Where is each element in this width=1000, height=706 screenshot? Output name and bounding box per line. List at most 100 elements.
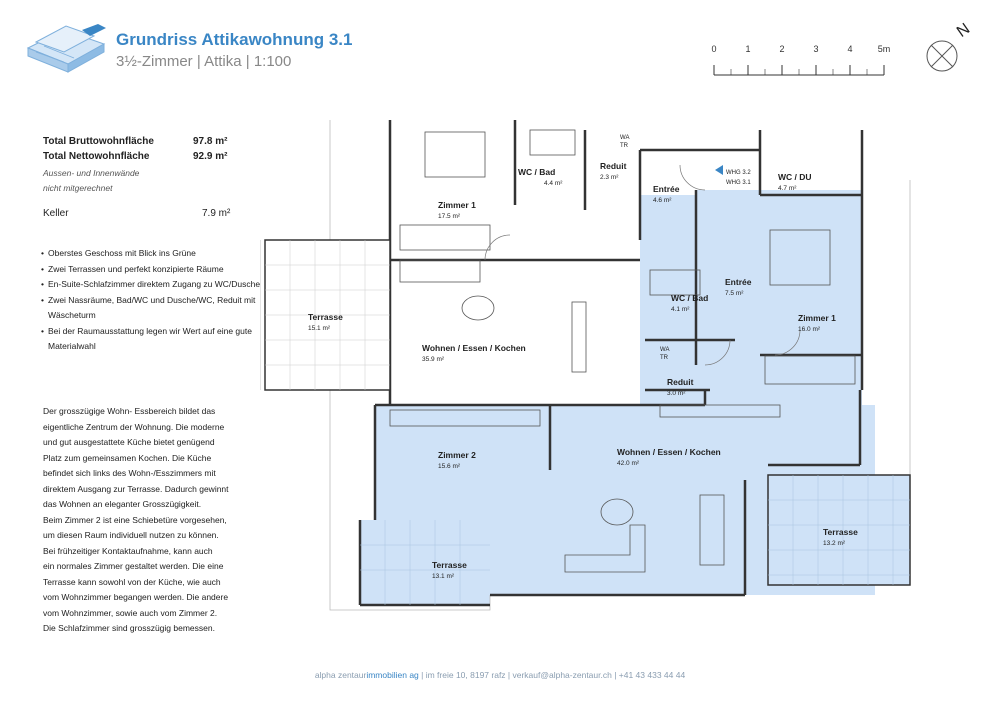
scale-tick-label: 3 — [813, 44, 819, 54]
terrasse-right-grid — [767, 474, 911, 586]
description-line: Bei frühzeitiger Kontaktaufnahme, kann a… — [43, 545, 213, 556]
room-area-wcbad-right: 4.1 m² — [671, 306, 690, 313]
feature-item: En-Suite-Schlafzimmer direktem Zugang zu… — [41, 277, 268, 293]
keller-row: Keller 7.9 m² — [43, 208, 243, 223]
room-area-terrasse-bottom-right: 13.2 m² — [823, 540, 846, 547]
kitchen-counter — [389, 409, 541, 427]
room-name-wohnen-main: Wohnen / Essen / Kochen — [617, 447, 721, 457]
dining-table-main — [699, 494, 725, 566]
room-name-entree-top: Entrée — [653, 184, 680, 194]
scale-tick-label: 4 — [847, 44, 853, 54]
description-line: direktem Ausgang zur Terrasse. Dadurch g… — [43, 483, 229, 494]
description-line: Terrasse kann sowohl von der Küche, wie … — [43, 576, 221, 587]
terrasse-left-grid — [264, 239, 391, 391]
keller-label: Keller — [43, 208, 69, 219]
room-name-terrasse-left: Terrasse — [308, 312, 343, 322]
room-area-wcbad-top: 4.4 m² — [544, 180, 563, 187]
description-line: ein normales Zimmer gestaltet werden. Di… — [43, 561, 224, 571]
sofa-top — [399, 259, 481, 283]
room-area-zimmer1-top: 17.5 m² — [438, 213, 461, 220]
wardrobe-top — [399, 224, 491, 251]
scale-bar: 0 1 2 3 4 5m — [706, 44, 894, 78]
area-summary: Total Bruttowohnfläche 97.8 m² Total Net… — [43, 136, 243, 223]
page-subtitle: 3½-Zimmer | Attika | 1:100 — [116, 53, 292, 70]
feature-item: Zwei Nassräume, Bad/WC und Dusche/WC, Re… — [41, 293, 268, 324]
bathtub-top — [529, 129, 576, 156]
room-name-entree-right: Entrée — [725, 277, 752, 287]
coffee-table — [600, 498, 634, 526]
description-line: vom Wohnzimmer begangen werden. Die ande… — [43, 592, 229, 602]
room-name-zimmer1-right: Zimmer 1 — [798, 313, 836, 323]
marker-whg31: WHG 3.1 — [726, 180, 751, 186]
doors — [484, 164, 801, 366]
brutto-value: 97.8 m² — [193, 136, 228, 147]
room-area-zimmer2: 15.6 m² — [438, 463, 461, 470]
footer-company: alpha zentaur — [314, 670, 367, 680]
room-area-reduit-top: 2.3 m² — [600, 174, 619, 181]
footer-contact: | im freie 10, 8197 rafz | verkauf@alpha… — [418, 670, 686, 680]
feature-list: Oberstes Geschoss mit Blick ins Grüne Zw… — [41, 246, 268, 355]
room-name-wcdu: WC / DU — [778, 172, 812, 182]
netto-label: Total Nettowohnfläche — [43, 151, 150, 162]
bed-right — [769, 229, 831, 286]
counter-right — [659, 404, 781, 418]
room-area-zimmer1-right: 16.0 m² — [798, 326, 821, 333]
marker-tr-right: TR — [660, 355, 669, 361]
floor-plan: Zimmer 1 17.5 m² WC / Bad 4.4 m² Reduit … — [260, 120, 911, 611]
room-area-reduit-right: 3.0 m² — [667, 390, 686, 397]
netto-value: 92.9 m² — [193, 151, 228, 162]
description-line: befindet sich links des Wohn-/Esszimmers… — [43, 468, 216, 478]
page-title: Grundriss Attikawohnung 3.1 — [116, 30, 353, 49]
marker-tr-top: TR — [620, 143, 629, 149]
keller-value: 7.9 m² — [202, 208, 231, 219]
room-area-terrasse-bottom-left: 13.1 m² — [432, 573, 455, 580]
description-line: um diesen Raum individuell nutzen zu kön… — [43, 530, 219, 540]
footer: alpha zentaurimmobilien ag | im freie 10… — [0, 670, 1000, 680]
area-note-1: Aussen- und Innenwände — [43, 168, 140, 178]
feature-item: Bei der Raumausstattung legen wir Wert a… — [41, 324, 268, 355]
marker-whg32: WHG 3.2 — [726, 170, 751, 176]
room-area-wohnen-main: 42.0 m² — [617, 460, 640, 467]
scale-tick-label: 0 — [711, 44, 717, 54]
feature-item: Oberstes Geschoss mit Blick ins Grüne — [41, 246, 268, 262]
description-line: das Wohnen an eleganter Grosszügigkeit. — [43, 499, 202, 509]
description-line: Die Schlafzimmer sind grosszügig bemesse… — [43, 623, 215, 633]
area-note-2: nicht mitgerechnet — [43, 183, 113, 193]
bathtub-right — [649, 269, 701, 296]
building-logo-icon — [26, 24, 106, 73]
wardrobe-right — [764, 355, 856, 385]
description-line: Platz zum gemeinsamen Kochen. Die Küche — [43, 452, 212, 463]
room-area-entree-right: 7.5 m² — [725, 290, 744, 297]
sofa-main — [564, 524, 646, 573]
description-line: vom Wohnzimmer, sowie auch vom Zimmer 2. — [43, 607, 218, 618]
room-name-zimmer1-top: Zimmer 1 — [438, 200, 476, 210]
bed-top — [424, 131, 486, 178]
room-name-wohnen-top: Wohnen / Essen / Kochen — [422, 343, 526, 353]
room-name-reduit-right: Reduit — [667, 377, 694, 387]
scale-tick-label: 2 — [779, 44, 785, 54]
brutto-label: Total Bruttowohnfläche — [43, 136, 154, 147]
scale-tick-label: 5m — [877, 44, 891, 54]
description-line: und gut ausgestattete Küche bietet genüg… — [43, 437, 215, 447]
description-line: Der grosszügige Wohn- Essbereich bildet … — [43, 406, 216, 416]
room-name-reduit-top: Reduit — [600, 161, 627, 171]
description-line: eigentliche Zentrum der Wohnung. Die mod… — [43, 421, 225, 432]
brutto-row: Total Bruttowohnfläche 97.8 m² — [43, 136, 243, 151]
feature-item: Zwei Terrassen und perfekt konzipierte R… — [41, 262, 268, 278]
room-name-wcbad-top: WC / Bad — [518, 167, 555, 177]
footer-company-suffix: immobilien ag — [366, 670, 419, 680]
room-name-terrasse-bottom-right: Terrasse — [823, 527, 858, 537]
furniture — [389, 129, 856, 573]
room-area-wcdu: 4.7 m² — [778, 185, 797, 192]
room-name-zimmer2: Zimmer 2 — [438, 450, 476, 460]
scale-tick-label: 1 — [745, 44, 751, 54]
room-name-terrasse-bottom-left: Terrasse — [432, 560, 467, 570]
marker-wa-right: WA — [660, 347, 669, 353]
dining-table-top — [571, 301, 587, 373]
apartment-marker-icon — [715, 165, 723, 175]
room-area-terrasse-left: 15.1 m² — [308, 325, 331, 332]
scale-ruler — [713, 65, 885, 76]
description: Der grosszügige Wohn- Essbereich bildet … — [43, 404, 269, 637]
room-name-wcbad-right: WC / Bad — [671, 293, 708, 303]
netto-row: Total Nettowohnfläche 92.9 m² — [43, 151, 243, 166]
